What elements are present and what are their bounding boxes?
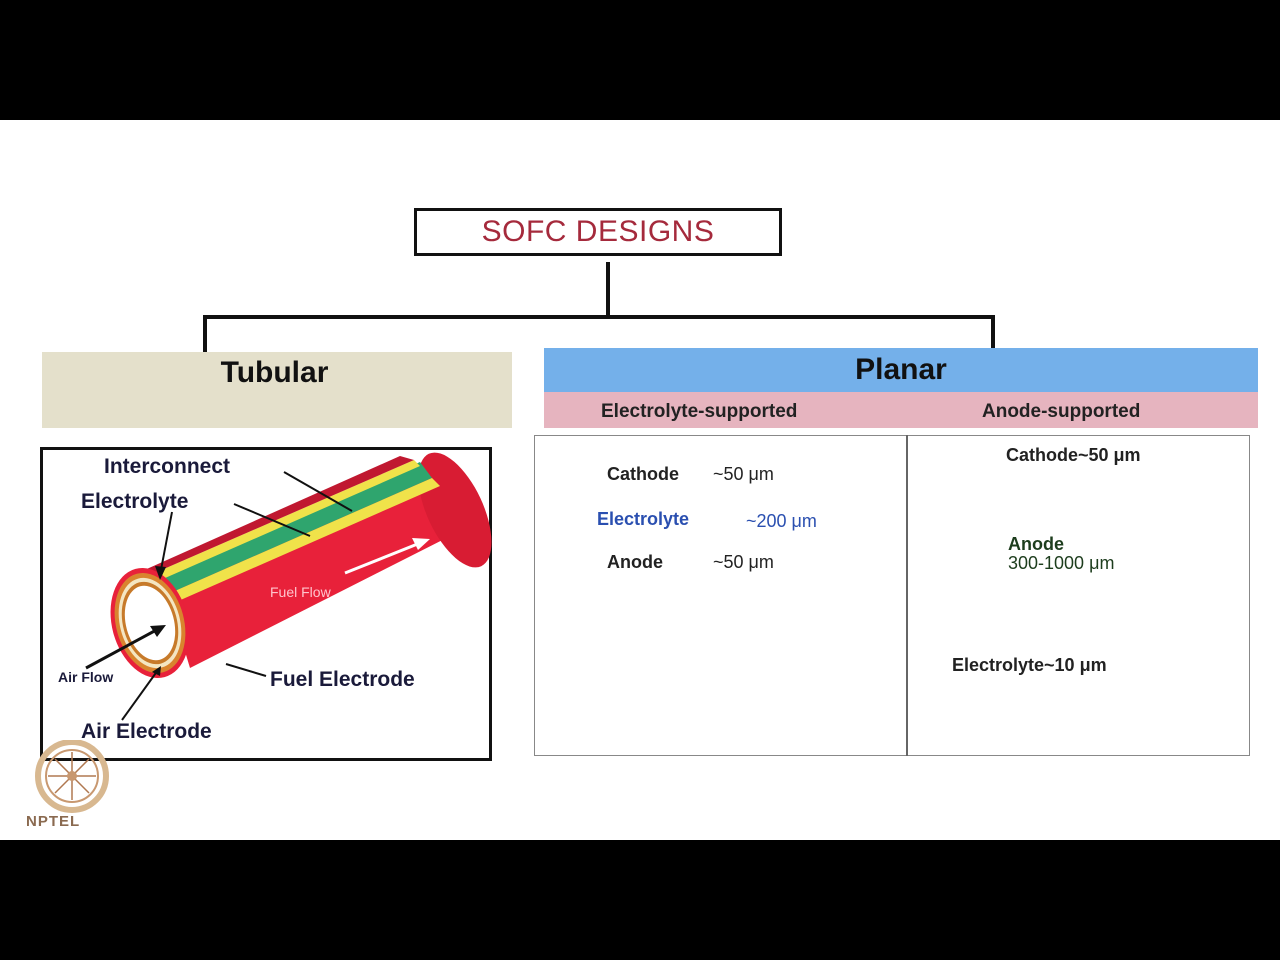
tubular-header: Tubular — [42, 352, 512, 428]
planar-header-label: Planar — [855, 353, 947, 386]
as-anode-thickness: 300-1000 μm — [1008, 553, 1115, 573]
tree-right-drop — [991, 315, 995, 349]
electrolyte-leader-1 — [233, 503, 311, 537]
planar-diagram-frame — [534, 435, 1250, 756]
air-flow-leader — [85, 626, 161, 670]
es-electrolyte-label: Electrolyte — [597, 509, 690, 529]
electrolyte-label: Electrolyte — [81, 490, 189, 513]
es-cathode-thickness: ~50 μm — [713, 464, 774, 484]
air-flow-leader-head — [150, 625, 166, 637]
planar-divider — [906, 435, 908, 756]
nptel-logo-emblem — [35, 740, 109, 813]
air-electrode-leader-head — [152, 666, 161, 676]
es-electrolyte-thickness: ~200 μm — [746, 511, 817, 531]
tree-branch — [203, 315, 995, 319]
slide: SOFC DESIGNS Tubular Planar Electrolyte-… — [0, 120, 1280, 840]
tube-top-edge — [140, 456, 414, 575]
electrolyte-leader-2 — [159, 511, 173, 576]
air-electrode-leader — [121, 669, 159, 721]
fuel-electrode-leader — [225, 663, 267, 677]
tube-body — [162, 458, 478, 668]
interconnect-label: Interconnect — [104, 455, 231, 478]
tree-stem — [606, 262, 610, 316]
es-anode-label: Anode — [607, 552, 663, 572]
fuel-flow-arrowhead — [412, 538, 430, 550]
electrolyte-band-top — [150, 460, 420, 582]
nptel-logo-text: NPTEL — [26, 813, 81, 830]
fuel-flow-arrow — [344, 541, 421, 575]
fuel-electrode-label: Fuel Electrode — [270, 668, 415, 691]
electrolyte-leader-2-head — [155, 566, 166, 580]
title-box: SOFC DESIGNS — [414, 208, 782, 256]
planar-subheader — [544, 392, 1258, 428]
air-electrode-label: Air Electrode — [81, 720, 212, 743]
planar-header: Planar — [544, 348, 1258, 392]
anode-supported-label: Anode-supported — [982, 401, 1141, 422]
as-anode-label: Anode — [1008, 534, 1064, 554]
electrolyte-band-bottom — [168, 478, 440, 602]
es-cathode-label: Cathode — [607, 464, 679, 484]
air-flow-label: Air Flow — [58, 669, 114, 685]
tube-far-end — [418, 452, 492, 568]
es-anode-thickness: ~50 μm — [713, 552, 774, 572]
electrolyte-supported-label: Electrolyte-supported — [601, 401, 798, 422]
page-title: SOFC DESIGNS — [481, 215, 715, 248]
interconnect-leader — [283, 471, 353, 512]
as-electrolyte-label: Electrolyte~10 μm — [952, 655, 1107, 675]
fuel-flow-label: Fuel Flow — [270, 584, 331, 600]
tree-left-drop — [203, 315, 207, 353]
tubular-header-label: Tubular — [220, 356, 329, 389]
as-cathode-label: Cathode~50 μm — [1006, 445, 1141, 465]
